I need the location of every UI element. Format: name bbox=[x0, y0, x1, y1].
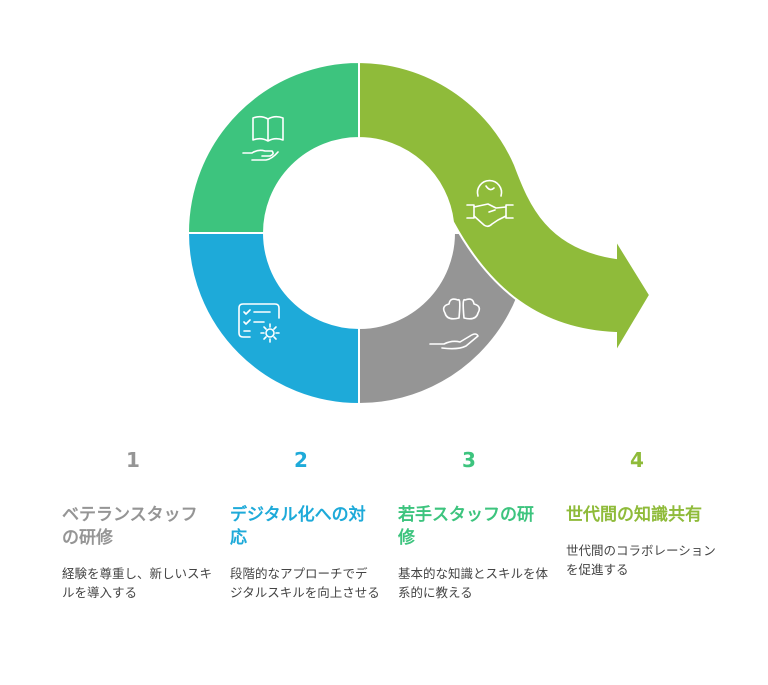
step-title: 世代間の知識共有 bbox=[566, 505, 702, 525]
open-book-in-hand-icon bbox=[242, 115, 284, 161]
brain-in-hand-icon bbox=[429, 298, 481, 350]
step-number: 3 bbox=[462, 448, 476, 472]
step-number: 2 bbox=[294, 448, 308, 472]
step-3: 3 若手スタッフの研修 基本的な知識とスキルを体系的に教える bbox=[398, 448, 548, 602]
step-title: ベテランスタッフの研修 bbox=[62, 505, 198, 548]
step-description: 段階的なアプローチでデジタルスキルを向上させる bbox=[230, 566, 380, 600]
segment-bottom-left bbox=[186, 232, 360, 406]
step-description: 世代間のコラボレーションを促進する bbox=[566, 543, 716, 577]
segment-top-left bbox=[186, 60, 360, 234]
step-title: デジタル化への対応 bbox=[230, 505, 366, 548]
checklist-gear-icon bbox=[238, 303, 280, 343]
step-number: 4 bbox=[630, 448, 644, 472]
step-1: 1 ベテランスタッフの研修 経験を尊重し、新しいスキルを導入する bbox=[62, 448, 212, 602]
step-2: 2 デジタル化への対応 段階的なアプローチでデジタルスキルを向上させる bbox=[230, 448, 380, 602]
handshake-globe-icon bbox=[466, 179, 514, 228]
step-description: 経験を尊重し、新しいスキルを導入する bbox=[62, 566, 213, 600]
step-4: 4 世代間の知識共有 世代間のコラボレーションを促進する bbox=[566, 448, 716, 579]
step-number: 1 bbox=[126, 448, 140, 472]
step-title: 若手スタッフの研修 bbox=[398, 505, 534, 548]
step-description: 基本的な知識とスキルを体系的に教える bbox=[398, 566, 549, 600]
